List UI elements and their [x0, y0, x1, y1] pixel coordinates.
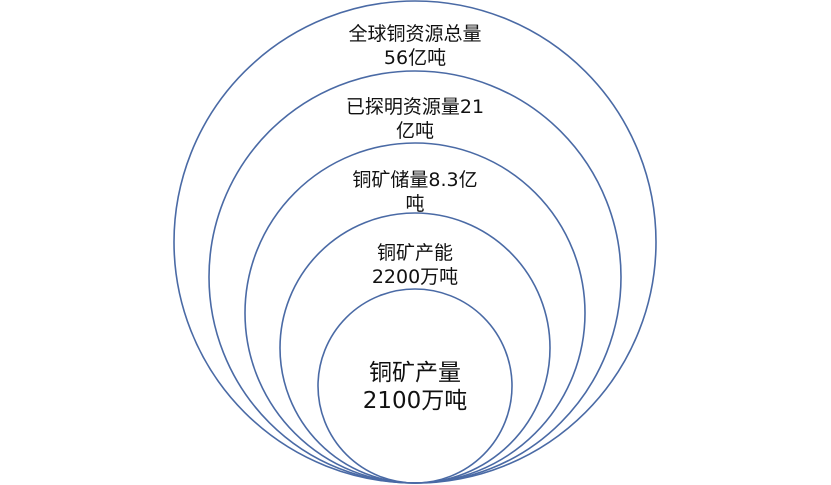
label-reserves-line2: 吨	[405, 193, 425, 215]
label-capacity: 铜矿产能 2200万吨	[315, 241, 515, 289]
label-global-resources-line1: 全球铜资源总量	[348, 23, 482, 45]
label-production-line2: 2100万吨	[362, 388, 468, 414]
label-proven-resources-line2: 亿吨	[395, 120, 434, 142]
label-production-line1: 铜矿产量	[369, 360, 461, 386]
label-global-resources: 全球铜资源总量 56亿吨	[315, 22, 515, 70]
label-global-resources-line2: 56亿吨	[383, 47, 447, 69]
label-proven-resources-line1: 已探明资源量21	[345, 96, 485, 118]
circle-production	[317, 288, 513, 484]
label-capacity-line1: 铜矿产能	[376, 242, 453, 264]
label-reserves-line1: 铜矿储量8.3亿	[352, 169, 478, 191]
label-production: 铜矿产量 2100万吨	[315, 359, 515, 415]
label-capacity-line2: 2200万吨	[371, 266, 459, 288]
label-proven-resources: 已探明资源量21 亿吨	[315, 95, 515, 143]
label-reserves: 铜矿储量8.3亿 吨	[315, 168, 515, 216]
